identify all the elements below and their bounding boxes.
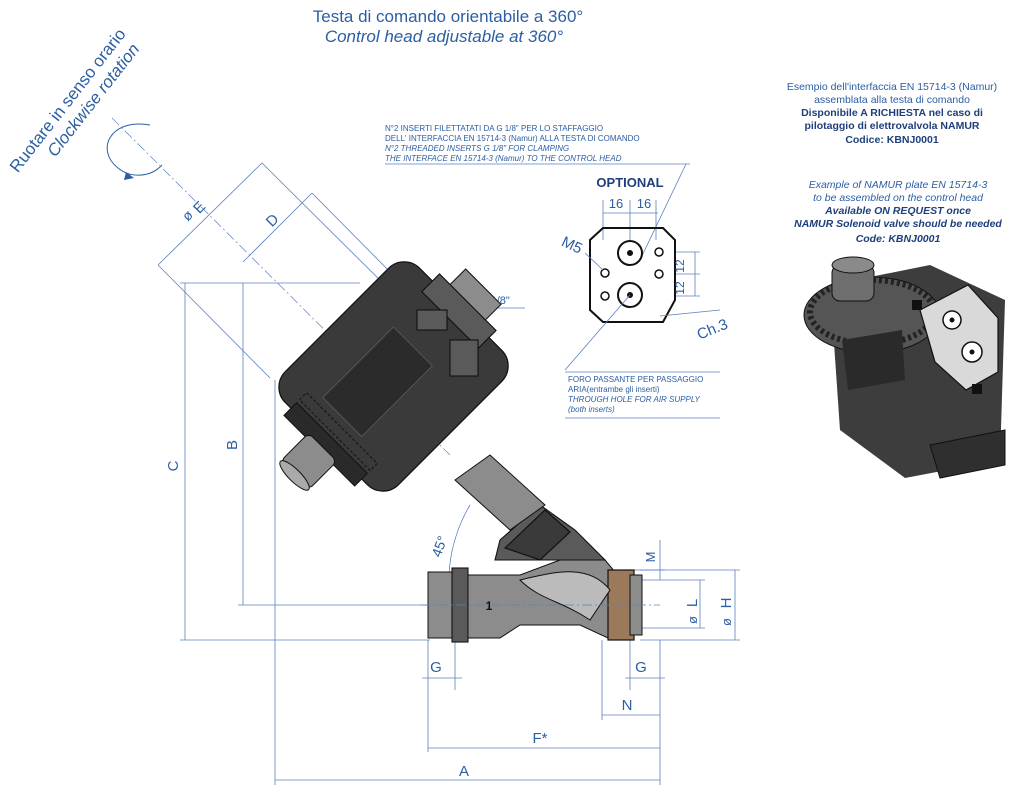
svg-text:Codice: KBNJ0001: Codice: KBNJ0001 — [845, 134, 939, 146]
svg-text:DELL' INTERFACCIA EN 15714-3 (: DELL' INTERFACCIA EN 15714-3 (Namur) ALL… — [385, 134, 640, 143]
air-hole-note: FORO PASSANTE PER PASSAGGIO ARIA(entramb… — [565, 371, 720, 419]
svg-text:THROUGH HOLE FOR AIR SUPPLY: THROUGH HOLE FOR AIR SUPPLY — [568, 395, 701, 404]
dim-E: E — [190, 198, 209, 217]
namur-note-english: Example of NAMUR plate EN 15714-3 to be … — [794, 179, 1002, 245]
title-english: Control head adjustable at 360° — [325, 27, 564, 46]
svg-text:N°2 THREADED INSERTS G 1/8" FO: N°2 THREADED INSERTS G 1/8" FOR CLAMPING — [385, 144, 569, 153]
svg-text:16: 16 — [637, 196, 651, 211]
title-italian: Testa di comando orientabile a 360° — [313, 7, 583, 26]
namur-head-render — [803, 256, 1006, 479]
rotation-label-italian: Ruotare in senso orario — [6, 25, 130, 176]
dim-F: F* — [533, 730, 548, 747]
svg-text:Esempio dell'interfaccia EN 15: Esempio dell'interfaccia EN 15714-3 (Nam… — [787, 81, 997, 93]
svg-text:ø: ø — [685, 616, 700, 624]
svg-text:N°2 INSERTI FILETTATATI DA G 1: N°2 INSERTI FILETTATATI DA G 1/8" PER LO… — [385, 124, 603, 133]
dim-G-left: G — [430, 659, 442, 676]
optional-plate-detail: OPTIONAL 16 16 M5 12 12 Ch.3 — [559, 175, 731, 371]
dim-M: M — [643, 552, 658, 563]
namur-note-italian: Esempio dell'interfaccia EN 15714-3 (Nam… — [787, 81, 997, 146]
svg-text:ARIA(entrambe gli inserti): ARIA(entrambe gli inserti) — [568, 385, 660, 394]
svg-text:FORO PASSANTE PER PASSAGGIO: FORO PASSANTE PER PASSAGGIO — [568, 375, 703, 384]
svg-text:NAMUR Solenoid valve should be: NAMUR Solenoid valve should be needed — [794, 218, 1002, 230]
flow-marker: 1 — [486, 599, 493, 613]
inserts-note: N°2 INSERTI FILETTATATI DA G 1/8" PER LO… — [385, 124, 690, 261]
svg-text:ø: ø — [719, 618, 734, 626]
svg-text:pilotaggio di elettrovalvola N: pilotaggio di elettrovalvola NAMUR — [804, 120, 979, 132]
dim-D: D — [263, 211, 283, 231]
dim-C: C — [165, 460, 182, 471]
svg-text:Available ON REQUEST once: Available ON REQUEST once — [824, 205, 971, 217]
svg-text:Code: KBNJ0001: Code: KBNJ0001 — [856, 233, 941, 245]
dim-G-right: G — [635, 659, 647, 676]
svg-text:16: 16 — [609, 196, 623, 211]
valve-body: 1 — [278, 261, 643, 643]
rotation-arrow-icon — [106, 123, 163, 180]
svg-text:THE INTERFACE EN 15714-3 (Namu: THE INTERFACE EN 15714-3 (Namur) TO THE … — [385, 154, 622, 163]
svg-text:M5: M5 — [559, 233, 585, 257]
dim-N: N — [622, 697, 633, 714]
svg-text:Disponibile A RICHIESTA nel ca: Disponibile A RICHIESTA nel caso di — [801, 107, 983, 119]
svg-text:assemblata alla testa di coman: assemblata alla testa di comando — [814, 94, 970, 106]
optional-title: OPTIONAL — [596, 175, 663, 190]
svg-text:to be assembled on the control: to be assembled on the control head — [813, 192, 984, 204]
dim-H: H — [718, 598, 735, 609]
svg-text:Example of NAMUR plate EN 1571: Example of NAMUR plate EN 15714-3 — [809, 179, 988, 191]
svg-text:Ch.3: Ch.3 — [695, 316, 731, 344]
dim-L: L — [684, 599, 701, 607]
svg-text:(both inserts): (both inserts) — [568, 405, 615, 414]
dim-B: B — [224, 440, 241, 450]
dim-angle: 45° — [428, 534, 450, 559]
dim-A: A — [459, 763, 469, 780]
svg-text:12: 12 — [673, 281, 687, 295]
svg-text:12: 12 — [673, 259, 687, 273]
